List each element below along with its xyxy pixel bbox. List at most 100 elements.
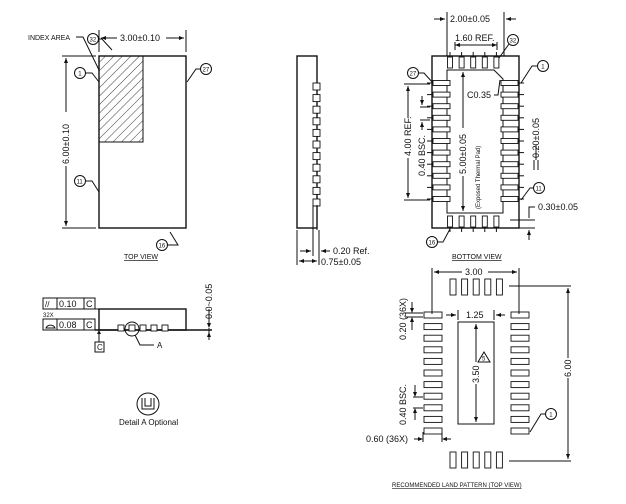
land-pattern-title: RECOMMENDED LAND PATTERN (TOP VIEW) bbox=[392, 483, 522, 489]
land-overall-height: 6.00 bbox=[563, 359, 573, 377]
side-pad bbox=[312, 117, 321, 126]
land-left-pad bbox=[423, 323, 443, 331]
bottom-pad-ref-dim: 1.60 REF. bbox=[455, 33, 495, 43]
land-right-pad bbox=[510, 392, 530, 400]
land-right-pad bbox=[510, 415, 530, 423]
bottom-top-pad bbox=[493, 56, 500, 69]
land-left-pad bbox=[423, 334, 443, 342]
side-pad bbox=[312, 128, 321, 137]
bottom-end-pad bbox=[447, 215, 453, 228]
land-bottom-pad bbox=[495, 451, 503, 469]
section-pad bbox=[128, 324, 136, 332]
bottom-right-pad bbox=[500, 149, 519, 156]
bottom-pad-width-dim: 0.20±0.05 bbox=[531, 118, 541, 158]
side-pad bbox=[312, 82, 321, 91]
land-top-pad bbox=[472, 278, 480, 296]
bottom-thermal-pad-dim: 5.00±0.05 bbox=[458, 134, 468, 174]
land-thermal-pad bbox=[457, 321, 495, 425]
bottom-right-pad bbox=[500, 184, 519, 191]
bottom-top-pad bbox=[447, 56, 453, 69]
side-pad bbox=[312, 186, 321, 195]
bottom-callout-11: 11 bbox=[536, 187, 543, 193]
bottom-right-pad bbox=[500, 114, 519, 121]
side-thickness-dim: 0.75±0.05 bbox=[321, 257, 361, 267]
bottom-callout-16: 16 bbox=[429, 241, 436, 247]
parallelism-value: 0.10 bbox=[59, 299, 77, 309]
land-note-flag: 5 bbox=[482, 357, 486, 363]
bottom-left-pad bbox=[432, 161, 451, 168]
detail-a-callout: A bbox=[157, 341, 163, 350]
top-callout-16: 16 bbox=[159, 244, 166, 250]
bottom-callout-27: 27 bbox=[410, 72, 417, 78]
bottom-left-pad bbox=[432, 138, 451, 144]
detail-a-large-circle bbox=[136, 392, 160, 416]
parallelism-symbol: // bbox=[45, 300, 50, 309]
section-pad bbox=[117, 324, 125, 332]
profile-datum: C bbox=[86, 320, 93, 330]
bottom-right-pad bbox=[500, 103, 519, 110]
land-right-pad bbox=[510, 311, 530, 319]
land-top-pad bbox=[461, 278, 469, 296]
bottom-left-pad bbox=[432, 80, 451, 86]
datum-c-box bbox=[94, 341, 105, 353]
detail-a: Detail A Optional bbox=[119, 392, 178, 427]
bottom-right-pad bbox=[500, 80, 519, 86]
side-view: 0.20 Ref. 0.75±0.05 bbox=[296, 55, 370, 267]
land-bottom-pad bbox=[449, 451, 457, 469]
land-bottom-pad bbox=[472, 451, 480, 469]
land-left-pad bbox=[423, 415, 443, 423]
bottom-left-pad bbox=[432, 103, 451, 110]
land-right-pad bbox=[510, 334, 530, 342]
section-pad bbox=[139, 324, 147, 332]
land-right-pad bbox=[510, 369, 530, 377]
top-callout-1: 1 bbox=[78, 72, 82, 78]
top-callout-11: 11 bbox=[77, 180, 84, 186]
bottom-left-pad bbox=[432, 172, 451, 179]
land-left-pad bbox=[423, 427, 443, 435]
top-callout-32: 32 bbox=[90, 38, 97, 44]
bottom-callout-32: 32 bbox=[510, 39, 517, 45]
land-pad-width-label: 0.20 (36X) bbox=[398, 298, 408, 340]
bottom-callout-1: 1 bbox=[541, 65, 545, 71]
bottom-end-pad bbox=[458, 215, 465, 228]
land-left-pad bbox=[423, 404, 443, 412]
surface-profile-icon bbox=[45, 324, 56, 329]
land-top-pad bbox=[495, 278, 503, 296]
land-right-pad bbox=[510, 427, 530, 435]
land-right-pad bbox=[510, 346, 530, 354]
land-right-pad bbox=[510, 381, 530, 389]
count-label: 32X bbox=[43, 313, 54, 319]
land-left-pad bbox=[423, 381, 443, 389]
land-pitch-label: 0.40 BSC. bbox=[398, 384, 408, 425]
bottom-left-pad bbox=[432, 184, 451, 191]
parallelism-datum: C bbox=[86, 299, 93, 309]
detail-a-label: Detail A Optional bbox=[119, 418, 178, 427]
land-callout-1: 1 bbox=[549, 413, 553, 419]
detail-a-circle bbox=[124, 321, 140, 337]
bottom-right-pad bbox=[500, 138, 519, 144]
bottom-pad-length-ref: 4.00 REF. bbox=[403, 116, 413, 156]
land-top-pad bbox=[449, 278, 457, 296]
side-lead-dim: 0.20 Ref. bbox=[333, 246, 370, 256]
land-left-pad bbox=[423, 369, 443, 377]
bottom-left-pad bbox=[432, 149, 451, 156]
bottom-left-pad bbox=[432, 114, 451, 121]
parallelism-frame bbox=[42, 297, 96, 310]
land-right-pad bbox=[510, 357, 530, 365]
land-right-pad bbox=[510, 323, 530, 331]
bottom-left-pad bbox=[432, 126, 451, 133]
datum-c-label: C bbox=[97, 343, 103, 352]
land-thermal-length: 3.50 bbox=[471, 365, 481, 383]
land-top-pad bbox=[484, 278, 492, 296]
bottom-right-pad bbox=[500, 126, 519, 133]
side-pad bbox=[312, 94, 321, 103]
section-pad bbox=[161, 324, 169, 332]
bottom-view-body bbox=[431, 55, 520, 229]
profile-value: 0.08 bbox=[59, 320, 77, 330]
bottom-end-pad bbox=[481, 215, 488, 228]
bottom-top-pad bbox=[458, 56, 465, 69]
top-height-dim: 6.00±0.10 bbox=[61, 124, 71, 164]
land-pad-length-label: 0.60 (36X) bbox=[366, 434, 408, 444]
top-view: 3.00±0.10 6.00±0.10 INDEX AREA 32 1 27 1… bbox=[28, 30, 212, 261]
